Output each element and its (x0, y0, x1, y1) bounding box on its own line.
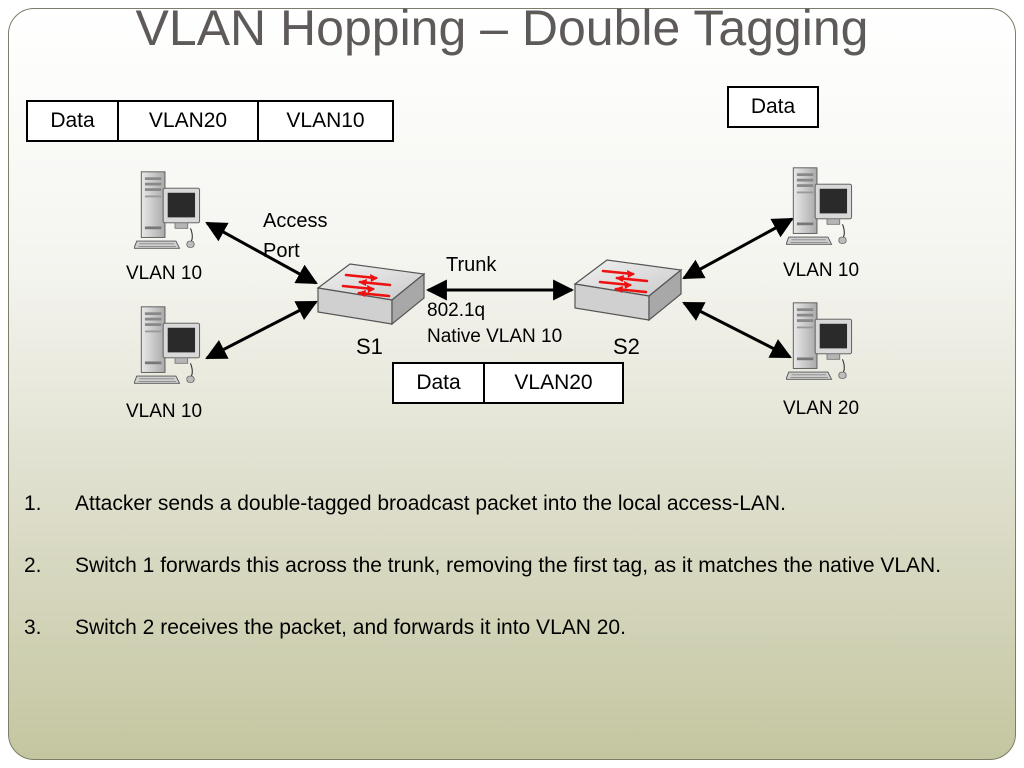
access-port-label: Access (263, 210, 328, 232)
pc-vlan-label: VLAN 10 (783, 260, 860, 281)
attack-steps-list: 1. Attacker sends a double-tagged broadc… (24, 488, 984, 674)
pc-vlan-label: VLAN 20 (783, 398, 860, 419)
packet-double-tagged: Data VLAN20 VLAN10 (26, 100, 394, 142)
packet-field-vlan10: VLAN10 (286, 109, 365, 132)
step-number: 3. (24, 616, 42, 639)
trunk-protocol-label: 802.1q (427, 300, 486, 321)
pc-vlan-label: VLAN 10 (126, 401, 203, 422)
slide-title: VLAN Hopping – Double Tagging (135, 0, 869, 56)
link-s2-pc-bottom-right (682, 301, 792, 359)
computer-icon (134, 171, 201, 249)
packet-field-data: Data (28, 102, 119, 140)
computer-icon (134, 306, 201, 384)
packet-field-data: Data (394, 364, 485, 402)
link-s2-pc-top-right (682, 217, 794, 280)
pc-vlan-label: VLAN 10 (126, 263, 203, 284)
step-text: Switch 2 receives the packet, and forwar… (75, 616, 626, 639)
packet-trunk: Data VLAN20 (392, 362, 624, 404)
packet-field-vlan20: VLAN20 (119, 102, 259, 140)
step-number: 2. (24, 554, 42, 577)
packet-delivered: Data (727, 86, 819, 128)
step-item: 1. Attacker sends a double-tagged broadc… (24, 488, 984, 519)
access-port-label: Port (263, 240, 300, 262)
packet-field-vlan20: VLAN20 (514, 371, 593, 394)
switch-icon (573, 258, 683, 322)
step-number: 1. (24, 492, 42, 515)
link-pc-bottom-left-s1 (205, 300, 318, 360)
packet-field-data: Data (750, 95, 796, 118)
switch-icon (316, 262, 426, 326)
step-text: Attacker sends a double-tagged broadcast… (75, 492, 786, 515)
link-pc-top-left-s1 (205, 221, 318, 285)
switch-s2-label: S2 (613, 334, 640, 359)
step-item: 2. Switch 1 forwards this across the tru… (24, 550, 984, 581)
step-text: Switch 1 forwards this across the trunk,… (75, 554, 942, 577)
computer-icon (786, 302, 853, 380)
switch-s1-label: S1 (356, 334, 383, 359)
computer-icon (786, 167, 853, 245)
step-item: 3. Switch 2 receives the packet, and for… (24, 612, 984, 643)
trunk-label: Trunk (446, 254, 497, 276)
native-vlan-label: Native VLAN 10 (427, 326, 563, 347)
